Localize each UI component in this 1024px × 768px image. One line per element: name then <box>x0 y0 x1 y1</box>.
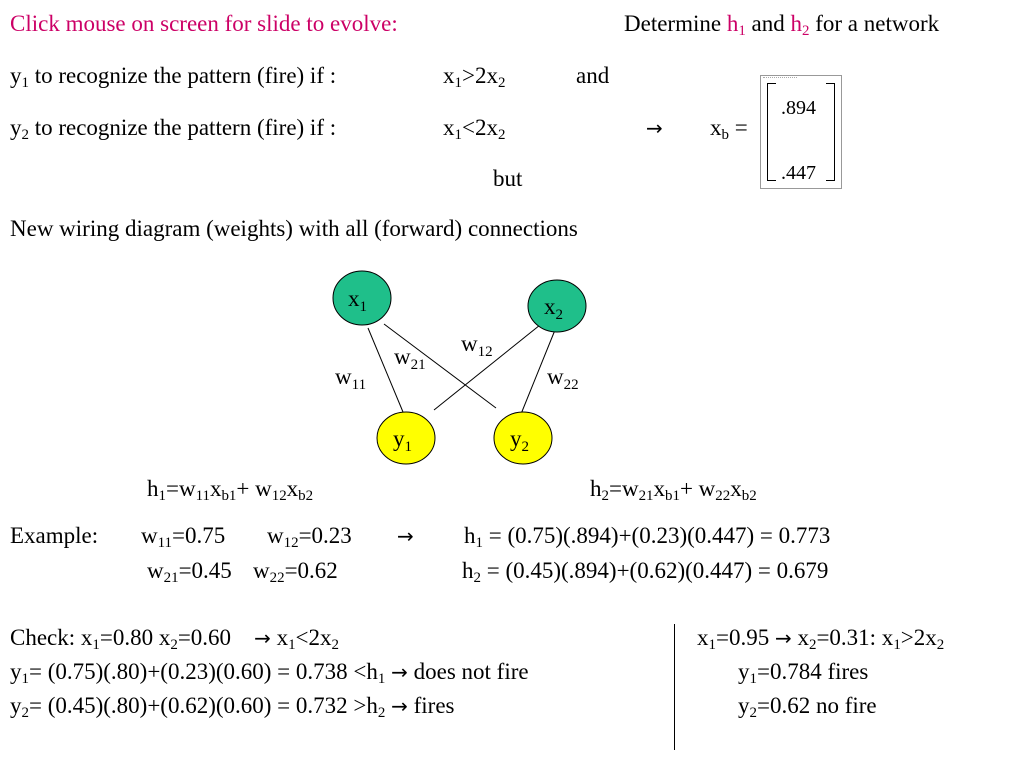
node-x1 <box>332 270 392 326</box>
example-h2-calc: h2 = (0.45)(.894)+(0.62)(0.447) = 0.679 <box>462 558 829 587</box>
matrix-value-2: .447 <box>781 162 816 184</box>
y1-condition-formula: x1>2x2 <box>443 63 506 92</box>
right-arrow-icon: → <box>391 660 408 684</box>
embedded-object-marker <box>763 77 797 81</box>
node-x2 <box>527 279 587 333</box>
check-line-3: y2= (0.45)(.80)+(0.62)(0.60) = 0.732 >h2… <box>10 693 455 722</box>
h1-formula: h1=w11xb1+ w12xb2 <box>147 476 314 505</box>
check2-line-3: y2=0.62 no fire <box>738 693 877 722</box>
weight-w22-label: w22 <box>547 364 579 393</box>
example-w12: w12=0.23 <box>267 523 352 552</box>
example-label: Example: <box>10 523 99 548</box>
example-w22: w22=0.62 <box>253 558 338 587</box>
wiring-heading: New wiring diagram (weights) with all (f… <box>10 216 578 241</box>
weight-w21-label: w21 <box>394 344 426 373</box>
weight-w12-label: w12 <box>461 331 493 360</box>
right-arrow-icon: → <box>391 694 408 718</box>
left-bracket <box>767 83 776 181</box>
edge-w11 <box>367 327 404 413</box>
h2-formula: h2=w21xb1+ w22xb2 <box>590 476 757 505</box>
node-y1-label: y1 <box>393 426 412 455</box>
weight-w11-label: w11 <box>335 364 366 393</box>
right-arrow-icon: → <box>646 116 663 140</box>
example-h1-calc: h1 = (0.75)(.894)+(0.23)(0.447) = 0.773 <box>464 523 831 552</box>
xb-vector-matrix: .894 .447 <box>760 75 842 189</box>
check2-line-1: x1=0.95 → x2=0.31: x1>2x2 <box>697 625 945 654</box>
right-arrow-icon: → <box>254 626 271 650</box>
y2-condition-formula: x1<2x2 <box>443 115 506 144</box>
right-bracket <box>826 83 835 181</box>
node-x1-label: x1 <box>348 286 367 315</box>
y2-condition-text: y2 to recognize the pattern (fire) if : <box>10 115 337 144</box>
right-arrow-icon: → <box>397 524 414 548</box>
check-line-2: y1= (0.75)(.80)+(0.23)(0.60) = 0.738 <h1… <box>10 659 529 688</box>
xb-label: xb = <box>710 115 748 144</box>
matrix-value-1: .894 <box>781 97 816 119</box>
node-y2 <box>493 411 553 465</box>
and-word: and <box>576 63 610 88</box>
instruction-text: Click mouse on screen for slide to evolv… <box>10 11 398 36</box>
check2-line-2: y1=0.784 fires <box>738 659 869 688</box>
edge-w12 <box>433 324 541 411</box>
y1-condition-text: y1 to recognize the pattern (fire) if : <box>10 63 337 92</box>
node-x2-label: x2 <box>544 294 563 323</box>
edge-w22 <box>520 329 556 415</box>
node-y1 <box>376 411 436 465</box>
node-y2-label: y2 <box>510 426 529 455</box>
example-w21: w21=0.45 <box>147 558 232 587</box>
check-line-1: Check: x1=0.80 x2=0.60 → x1<2x2 <box>10 625 339 654</box>
edge-w21 <box>383 323 497 409</box>
vertical-divider <box>674 624 675 750</box>
slide-title: Determine h1 and h2 for a network <box>624 11 940 40</box>
example-w11: w11=0.75 <box>141 523 226 552</box>
but-word: but <box>493 166 523 191</box>
right-arrow-icon: → <box>774 626 792 650</box>
